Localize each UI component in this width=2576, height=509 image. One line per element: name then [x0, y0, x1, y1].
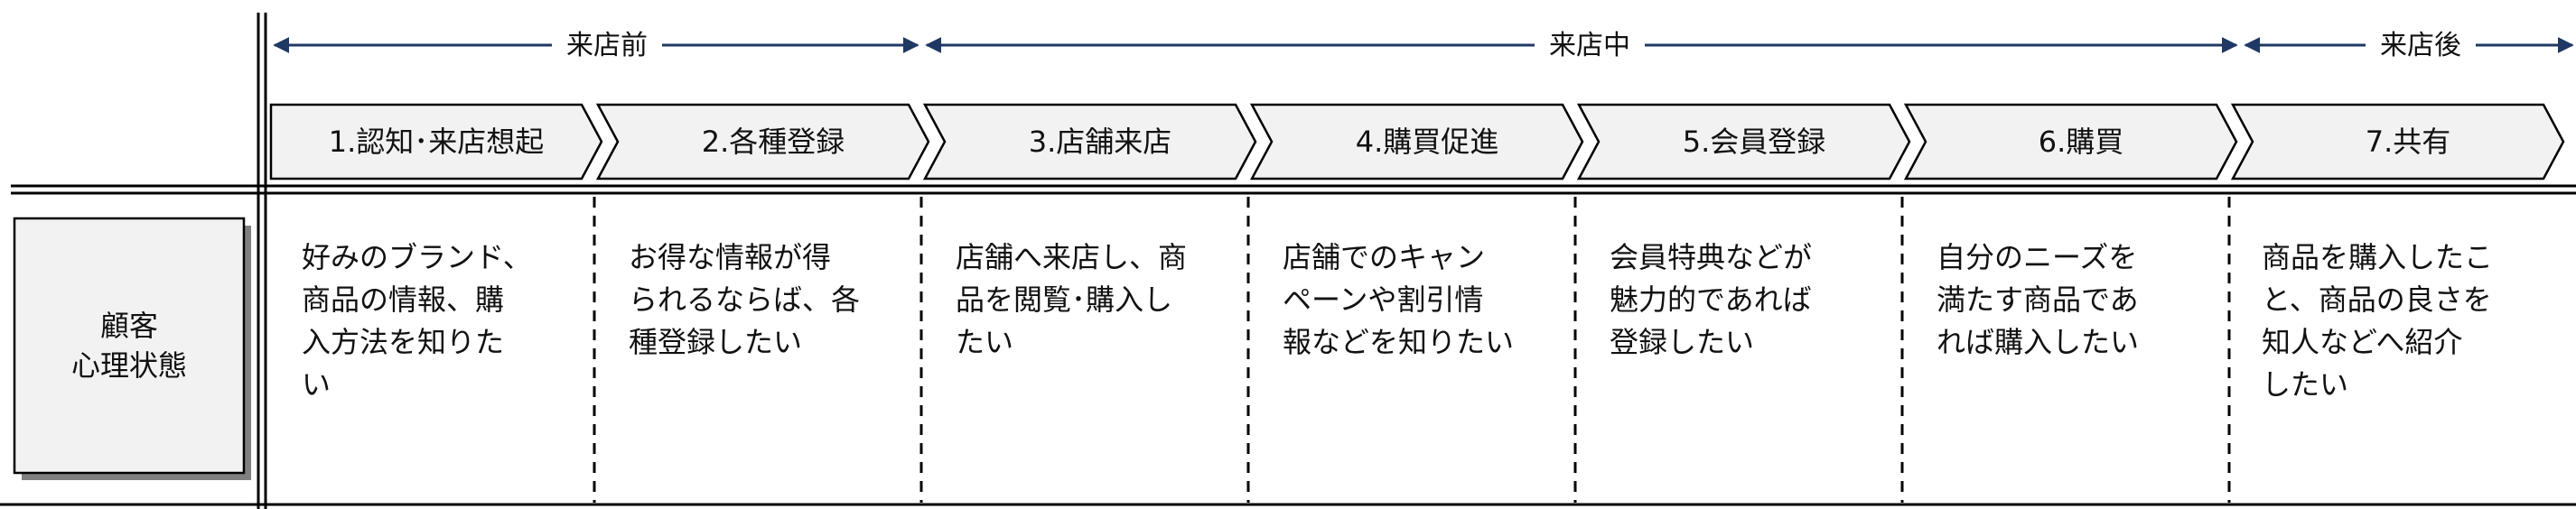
step-description-6: 自分のニーズを 満たす商品であ れば購入したい — [1937, 240, 2140, 359]
phase-label-during: 来店中 — [1535, 25, 1645, 67]
phase-label-before: 来店前 — [552, 25, 662, 67]
phase-label-after: 来店後 — [2366, 25, 2476, 67]
step-label-3: 3.店舗来店 — [1028, 125, 1172, 159]
step-description-3: 店舗へ来店し、商 品を閲覧･購入し たい — [956, 240, 1188, 359]
step-label-1: 1.認知･来店想起 — [328, 125, 545, 159]
step-label-2: 2.各種登録 — [701, 125, 845, 159]
step-label-6: 6.購買 — [2038, 125, 2124, 159]
step-label-7: 7.共有 — [2365, 125, 2451, 159]
step-description-4: 店舗でのキャン ペーンや割引情 報などを知りたい — [1283, 240, 1515, 359]
step-label-5: 5.会員登録 — [1682, 125, 1826, 159]
side-label: 顧客 心理状態 — [70, 309, 187, 383]
step-description-1: 好みのブランド、 商品の情報、購 入方法を知りた い — [302, 240, 532, 402]
step-chevron-2 — [595, 103, 930, 180]
step-description-2: お得な情報が得 られるならば、各 種登録したい — [629, 240, 861, 359]
step-chevron-4 — [1249, 103, 1584, 180]
step-chevron-5 — [1576, 103, 1911, 180]
side-label-box — [13, 217, 246, 475]
step-label-4: 4.購買促進 — [1355, 125, 1499, 159]
step-chevron-7 — [2230, 103, 2565, 180]
step-chevron-3 — [922, 103, 1257, 180]
step-chevron-1 — [269, 103, 603, 180]
step-chevron-6 — [1903, 103, 2238, 180]
step-description-7: 商品を購入したこ と、商品の良さを 知人などへ紹介 したい — [2262, 240, 2494, 402]
step-description-5: 会員特典などが 魅力的であれば 登録したい — [1610, 240, 1813, 359]
